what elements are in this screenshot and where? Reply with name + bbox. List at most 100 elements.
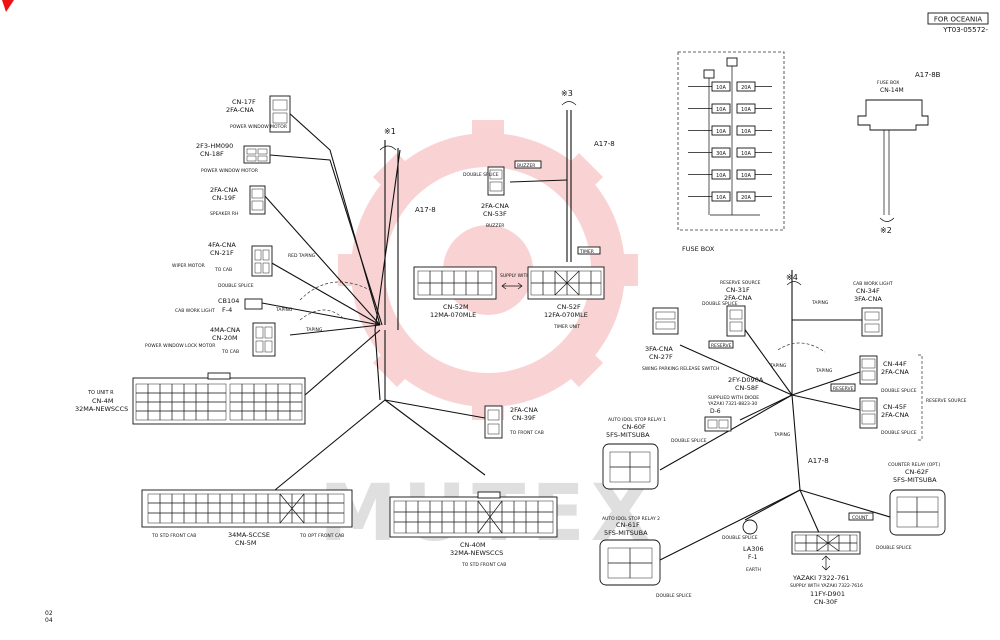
buzzer-tag: BUZZER — [517, 163, 535, 169]
cn-30f-line4: CN-30F — [814, 598, 838, 606]
taping-label-1: TAPING — [275, 307, 293, 313]
supply-arrow-icon — [501, 282, 523, 290]
la306-desc: EARTH — [746, 567, 761, 573]
cn-58f-connector: 2FY-D090A CN-58F SUPPLIED WITH DIODE YAZ… — [704, 376, 764, 432]
cn-20m-connector: 4MA-CNA CN-20M POWER WINDOW LOCK MOTOR T… — [145, 322, 276, 357]
a17-8-top-label: A17-8 — [415, 206, 436, 214]
watermark-gear-icon — [338, 120, 638, 420]
count-tag: COUNT — [852, 515, 868, 521]
fuse-rating: 10A — [741, 151, 751, 157]
timer-harness: ※3 A17-8 BUZZER TIMER — [509, 89, 615, 262]
cn-4m-line1: TO UNIT R — [87, 390, 114, 396]
cn-58f-line1: 2FY-D090A — [728, 376, 764, 384]
a17-8b-label: A17-8B — [915, 71, 941, 79]
cn-30f-line3: 11FY-D901 — [810, 590, 845, 598]
double-splice-label-1: DOUBLE SPLICE — [218, 283, 254, 289]
double-splice-label-9: DOUBLE SPLICE — [876, 545, 912, 551]
cn-61f-line1: AUTO IDOL STOP RELAY 2 — [602, 516, 660, 522]
double-splice-label-4: DOUBLE SPLICE — [881, 388, 917, 394]
cn-30f-arrow-icon — [821, 555, 831, 571]
fuse-rating: 20A — [741, 195, 751, 201]
double-splice-label-7: DOUBLE SPLICE — [656, 593, 692, 599]
cn-31f-line3: 2FA-CNA — [724, 294, 752, 302]
cn-62f-connector: COUNTER RELAY (OPT.) CN-62F 5FS-MITSUBA … — [848, 462, 946, 551]
reserve-source-label: RESERVE SOURCE — [926, 398, 967, 404]
cn-31f-connector: RESERVE SOURCE CN-31F 2FA-CNA DOUBLE SPL… — [702, 280, 761, 349]
a17-8-bottom-label: A17-8 — [808, 457, 829, 465]
cn-53f-connector: DOUBLE SPLICE 2FA-CNA CN-53F BUZZER — [463, 166, 509, 229]
cn-20m-sub: TO CAB — [221, 349, 239, 355]
cn-20m-desc: POWER WINDOW LOCK MOTOR — [145, 343, 215, 349]
cb104-desc: CAB WORK LIGHT — [175, 308, 215, 314]
cn-27f-connector: 3FA-CNA CN-27F SWING PARKING RELEASE SWI… — [642, 307, 719, 372]
diode-line1: SUPPLIED WITH DIODE — [708, 395, 759, 401]
cn-34f-line2: CN-34F — [856, 287, 880, 295]
cn-17f-desc: POWER WINDOW MOTOR — [230, 124, 287, 130]
cn-60f-line3: 5FS-MITSUBA — [606, 431, 650, 439]
cn-21f-desc: WIPER MOTOR — [172, 263, 205, 269]
cb104-line1: CB104 — [218, 297, 239, 305]
fuse-rating: 10A — [741, 173, 751, 179]
cn-19f-line2: CN-19F — [212, 194, 236, 202]
cn-30f-line2: SUPPLY WITH YAZAKI 7322-7616 — [790, 583, 863, 589]
cn-39f-line1: 2FA-CNA — [510, 406, 538, 414]
mark-3: ※3 — [561, 89, 573, 98]
cn-27f-desc: SWING PARKING RELEASE SWITCH — [642, 366, 719, 372]
cn-19f-desc: SPEAKER RH — [210, 211, 238, 217]
cn-44f-line2: 2FA-CNA — [881, 368, 909, 376]
cn-45f-line2: 2FA-CNA — [881, 411, 909, 419]
fuse-box-caption: FUSE BOX — [682, 245, 715, 253]
cn-17f-line1: CN-17F — [232, 98, 256, 106]
cn-14m-line1: FUSE BOX — [877, 80, 899, 86]
cn-39f-desc: TO FRONT CAB — [509, 430, 544, 436]
cn-30f-line1: YAZAKI 7322-761 — [792, 574, 849, 582]
page-number-1: 02 — [45, 610, 53, 617]
cn-4m-pins — [135, 383, 303, 421]
taping-label-6: TAPING — [773, 432, 791, 438]
mark-2: ※2 — [880, 226, 892, 235]
lower-harness — [274, 330, 486, 491]
cn-40m-desc: TO STD FRONT CAB — [461, 562, 506, 568]
cn-39f-line2: CN-39F — [512, 414, 536, 422]
cn-31f-line2: CN-31F — [726, 286, 750, 294]
cn-40m-line2: 32MA-NEWSCCS — [450, 549, 503, 557]
cn-58f-line2: CN-58F — [735, 384, 759, 392]
cn-5m-left: TO STD FRONT CAB — [151, 533, 196, 539]
cn-31f-line1: RESERVE SOURCE — [720, 280, 761, 286]
cn-52f-line2: 12FA-070MLE — [544, 311, 588, 319]
cn-14m-connector: A17-8B FUSE BOX CN-14M ※2 — [857, 71, 941, 235]
cn-21f-sub: TO CAB — [214, 267, 232, 273]
cn-44f-line1: CN-44F — [883, 360, 907, 368]
cn-52m-line2: 12MA-070MLE — [430, 311, 476, 319]
la306-line1: LA306 — [743, 545, 764, 553]
supply-with-label: SUPPLY WITH — [500, 273, 530, 279]
corner-mark-icon — [2, 0, 14, 12]
diode-line3: D-6 — [710, 408, 721, 415]
cn-34f-line1: CAB WORK LIGHT — [853, 281, 893, 287]
cn-62f-line3: 5FS-MITSUBA — [893, 476, 937, 484]
region-box — [927, 12, 989, 25]
cb104-line2: F-4 — [222, 306, 232, 314]
cn-61f-line3: 5FS-MITSUBA — [604, 529, 648, 537]
page-number-2: 04 — [45, 617, 53, 624]
cn-21f-line2: CN-21F — [210, 249, 234, 257]
region-label: FOR OCEANIA — [934, 16, 983, 24]
cn-17f-line2: 2FA-CNA — [226, 106, 254, 114]
fuse-rating: 10A — [716, 173, 726, 179]
a17-8-mid-label: A17-8 — [594, 140, 615, 148]
cn-45f-connector: CN-45F 2FA-CNA DOUBLE SPLICE RESERVE SOU… — [859, 354, 967, 441]
double-splice-label-3: DOUBLE SPLICE — [702, 301, 738, 307]
cn-18f-line2: CN-18F — [200, 150, 224, 158]
fuse-rating: 10A — [741, 129, 751, 135]
cn-5m-line1: 34MA-SCCSE — [228, 531, 270, 539]
fuse-rating: 10A — [716, 85, 726, 91]
cn-62f-line2: CN-62F — [905, 468, 929, 476]
red-taping-label: RED TAPING — [288, 253, 316, 259]
cn-53f-line2: CN-53F — [483, 210, 507, 218]
cn-5m-connector: TO STD FRONT CAB TO OPT FRONT CAB 34MA-S… — [141, 489, 353, 547]
fuse-rating: 20A — [741, 85, 751, 91]
taping-label-3: TAPING — [811, 300, 829, 306]
cn-44f-connector: CN-44F 2FA-CNA DOUBLE SPLICE RESERVE — [830, 355, 917, 394]
